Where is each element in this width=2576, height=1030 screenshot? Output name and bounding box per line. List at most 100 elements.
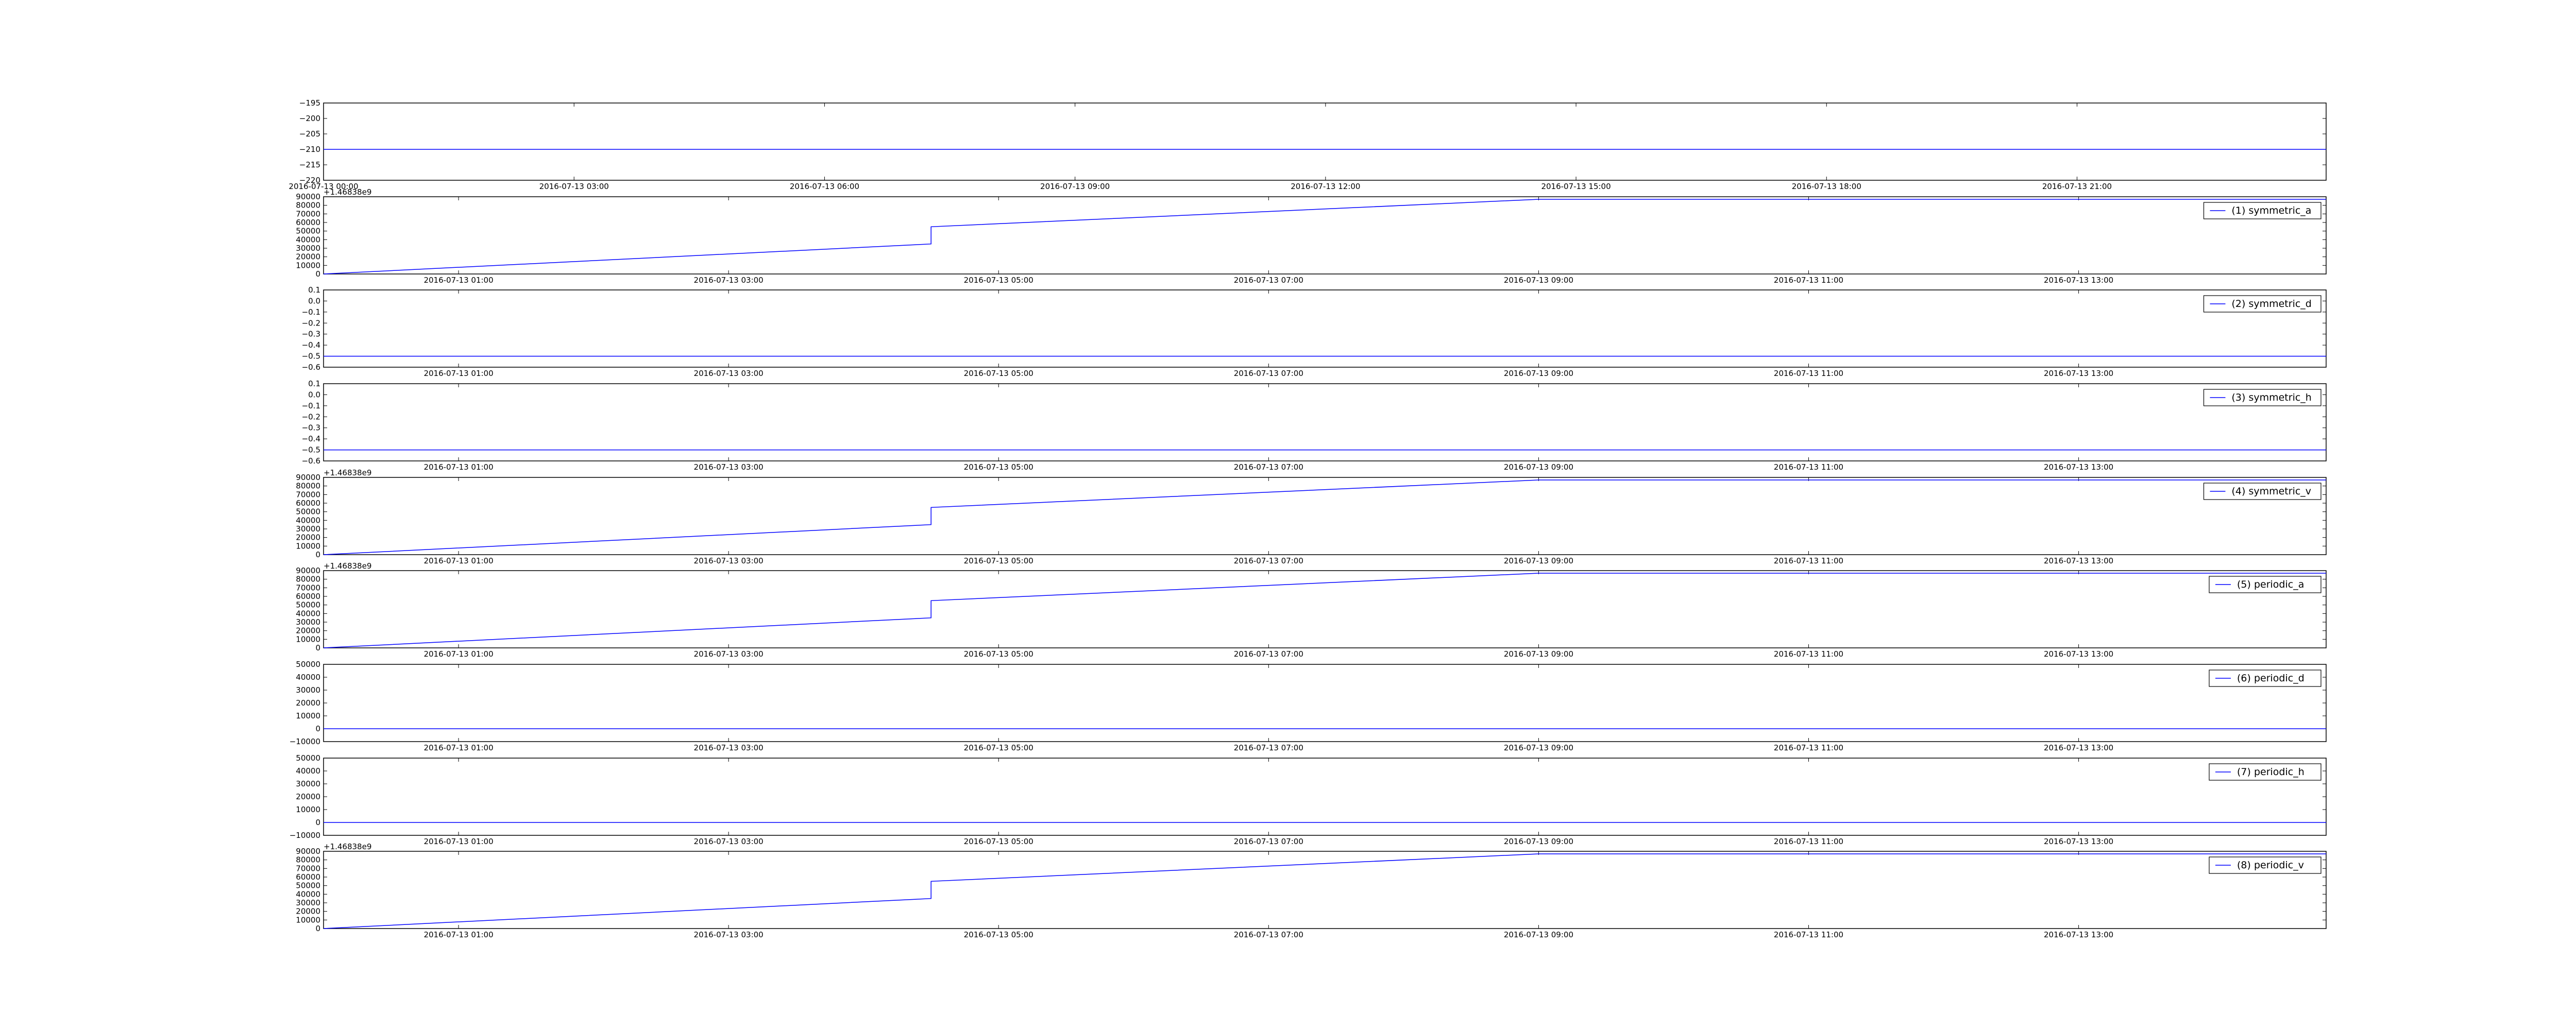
y-tick-label: 90000 [296, 473, 320, 482]
legend-label: (6) periodic_d [2237, 673, 2304, 684]
y-tick-label: −0.4 [302, 340, 320, 350]
axes-frame [323, 196, 2327, 274]
legend-box [2209, 670, 2321, 687]
subplot-1: 9000080000700006000050000400003000020000… [296, 187, 2327, 285]
y-tick-label: 0 [315, 269, 320, 279]
y-tick-label: −0.3 [302, 330, 320, 339]
x-tick-label: 2016-07-13 11:00 [1774, 837, 1843, 846]
y-tick-label: 30000 [296, 779, 320, 788]
series-line [323, 479, 2326, 555]
y-tick-label: −10000 [290, 831, 320, 840]
x-tick-label: 2016-07-13 15:00 [1541, 182, 1611, 191]
subplot-6: 50000400003000020000100000−100002016-07-… [290, 660, 2327, 752]
y-tick-label: 10000 [296, 634, 320, 644]
y-tick-label: 20000 [296, 626, 320, 636]
y-tick-label: −0.3 [302, 423, 320, 433]
x-tick-label: 2016-07-13 13:00 [2044, 369, 2113, 378]
y-tick-label: 20000 [296, 252, 320, 262]
x-tick-label: 2016-07-13 03:00 [694, 930, 764, 939]
y-tick-label: 10000 [296, 711, 320, 720]
legend-label: (8) periodic_v [2237, 860, 2304, 871]
x-tick-label: 2016-07-13 07:00 [1234, 930, 1303, 939]
y-tick-label: 0 [315, 643, 320, 653]
series-line [323, 853, 2326, 929]
y-tick-label: −0.6 [302, 456, 320, 466]
legend: (4) symmetric_v [2203, 483, 2321, 500]
x-tick-label: 2016-07-13 11:00 [1774, 556, 1843, 565]
y-tick-label: −195 [299, 98, 320, 108]
y-tick-label: 40000 [296, 609, 320, 618]
axes-frame [323, 664, 2327, 742]
y-tick-label: 50000 [296, 753, 320, 763]
y-tick-label: 70000 [296, 209, 320, 218]
axes-frame [323, 851, 2327, 929]
axes-frame [323, 758, 2327, 836]
y-tick-label: 20000 [296, 792, 320, 801]
x-tick-label: 2016-07-13 03:00 [694, 276, 764, 285]
y-tick-label: 10000 [296, 541, 320, 551]
x-tick-label: 2016-07-13 00:00 [289, 182, 358, 191]
x-tick-label: 2016-07-13 01:00 [423, 276, 493, 285]
legend: (5) periodic_a [2209, 576, 2321, 593]
y-tick-label: −0.2 [302, 318, 320, 328]
y-tick-label: 40000 [296, 235, 320, 244]
x-tick-label: 2016-07-13 01:00 [423, 369, 493, 378]
y-tick-label: 30000 [296, 898, 320, 907]
axes-frame [323, 570, 2327, 648]
x-tick-label: 2016-07-13 05:00 [964, 649, 1033, 659]
legend: (7) periodic_h [2209, 763, 2321, 781]
y-tick-label: 40000 [296, 673, 320, 682]
y-tick-label: 40000 [296, 889, 320, 899]
legend: (1) symmetric_a [2203, 202, 2321, 219]
y-tick-label: 70000 [296, 583, 320, 592]
x-tick-label: 2016-07-13 11:00 [1774, 930, 1843, 939]
y-tick-label: 0 [315, 924, 320, 933]
y-tick-label: 50000 [296, 600, 320, 610]
x-tick-label: 2016-07-13 03:00 [694, 649, 764, 659]
x-tick-label: 2016-07-13 05:00 [964, 556, 1033, 565]
subplot-3: 0.10.0−0.1−0.2−0.3−0.4−0.5−0.62016-07-13… [302, 379, 2327, 472]
x-tick-label: 2016-07-13 03:00 [539, 182, 609, 191]
x-tick-label: 2016-07-13 05:00 [964, 930, 1033, 939]
x-tick-label: 2016-07-13 07:00 [1234, 649, 1303, 659]
x-tick-label: 2016-07-13 07:00 [1234, 276, 1303, 285]
subplot-2: 0.10.0−0.1−0.2−0.3−0.4−0.5−0.62016-07-13… [302, 285, 2327, 378]
y-tick-label: 60000 [296, 872, 320, 882]
x-tick-label: 2016-07-13 05:00 [964, 369, 1033, 378]
y-tick-label: 10000 [296, 261, 320, 270]
x-tick-label: 2016-07-13 13:00 [2044, 837, 2113, 846]
y-tick-label: 0 [315, 724, 320, 733]
x-tick-label: 2016-07-13 05:00 [964, 462, 1033, 472]
y-tick-label: −200 [299, 114, 320, 123]
x-tick-label: 2016-07-13 06:00 [790, 182, 859, 191]
y-tick-label: 90000 [296, 847, 320, 856]
y-tick-label: 0 [315, 550, 320, 559]
x-tick-label: 2016-07-13 11:00 [1774, 462, 1843, 472]
x-tick-label: 2016-07-13 07:00 [1234, 369, 1303, 378]
y-tick-label: 60000 [296, 218, 320, 227]
y-tick-label: 0.0 [308, 296, 320, 305]
x-tick-label: 2016-07-13 13:00 [2044, 276, 2113, 285]
x-tick-label: 2016-07-13 13:00 [2044, 649, 2113, 659]
x-tick-label: 2016-07-13 09:00 [1504, 462, 1573, 472]
x-tick-label: 2016-07-13 13:00 [2044, 743, 2113, 752]
legend-label: (4) symmetric_v [2232, 486, 2312, 497]
x-tick-label: 2016-07-13 05:00 [964, 276, 1033, 285]
legend: (2) symmetric_d [2203, 295, 2321, 313]
y-tick-label: −0.2 [302, 412, 320, 421]
y-tick-label: −0.1 [302, 401, 320, 410]
subplot-5: 9000080000700006000050000400003000020000… [296, 561, 2327, 659]
x-tick-label: 2016-07-13 09:00 [1504, 930, 1573, 939]
x-tick-label: 2016-07-13 12:00 [1291, 182, 1360, 191]
subplot-7: 50000400003000020000100000−100002016-07-… [290, 753, 2327, 846]
x-tick-label: 2016-07-13 09:00 [1504, 276, 1573, 285]
y-tick-label: 40000 [296, 766, 320, 776]
y-offset-label: +1.46838e9 [324, 468, 371, 477]
x-tick-label: 2016-07-13 03:00 [694, 556, 764, 565]
y-tick-label: 0.1 [308, 379, 320, 388]
y-tick-label: −0.5 [302, 445, 320, 455]
legend-label: (5) periodic_a [2237, 579, 2304, 590]
y-tick-label: 60000 [296, 499, 320, 508]
y-tick-label: −0.4 [302, 434, 320, 443]
x-tick-label: 2016-07-13 01:00 [423, 743, 493, 752]
